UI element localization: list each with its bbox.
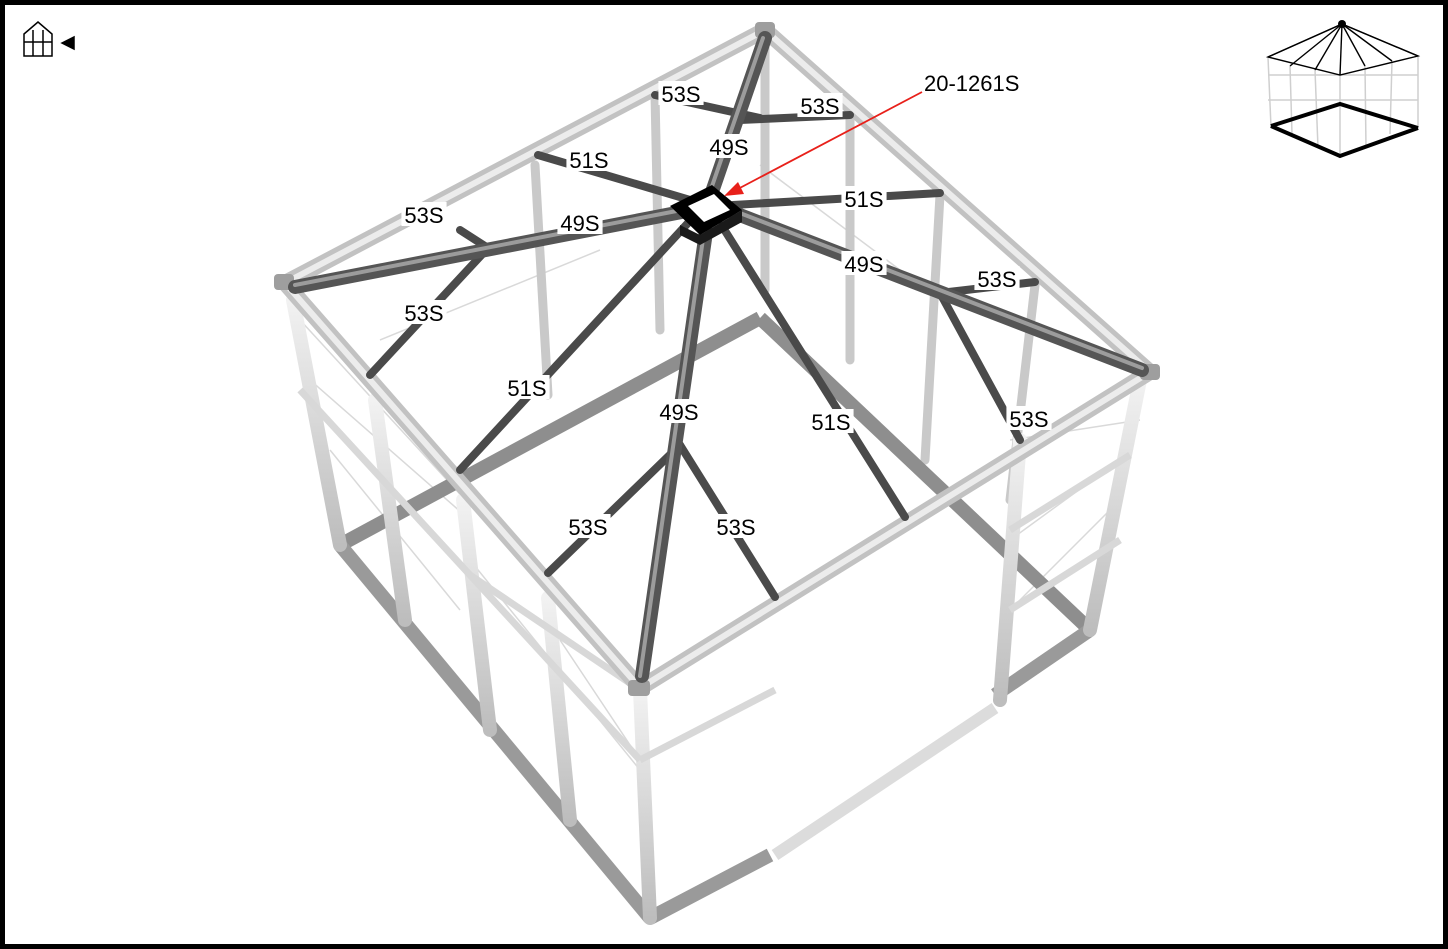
- part-label: 51S: [504, 375, 550, 401]
- front-posts: [286, 293, 1147, 925]
- part-label: 51S: [841, 186, 887, 212]
- svg-text:51S: 51S: [844, 187, 883, 212]
- part-labels: 53S 53S 49S 51S 51S 53S 49S 49S 53S 53S …: [401, 81, 1052, 540]
- svg-text:53S: 53S: [800, 94, 839, 119]
- svg-text:51S: 51S: [811, 410, 850, 435]
- svg-text:53S: 53S: [716, 515, 755, 540]
- svg-text:53S: 53S: [568, 515, 607, 540]
- callout-arrow: [724, 91, 923, 196]
- svg-text:53S: 53S: [977, 267, 1016, 292]
- svg-text:51S: 51S: [507, 376, 546, 401]
- svg-text:49S: 49S: [560, 211, 599, 236]
- roof-hub: [670, 185, 742, 245]
- part-label: 53S: [565, 514, 611, 540]
- svg-text:53S: 53S: [404, 301, 443, 326]
- eaves-frame: [277, 22, 1158, 696]
- svg-text:53S: 53S: [1009, 407, 1048, 432]
- part-label: 49S: [841, 251, 887, 277]
- svg-text:51S: 51S: [569, 148, 608, 173]
- svg-text:53S: 53S: [404, 203, 443, 228]
- part-label: 53S: [713, 514, 759, 540]
- part-label: 53S: [1006, 406, 1052, 432]
- part-label: 49S: [706, 134, 752, 160]
- part-label: 49S: [557, 210, 603, 236]
- svg-text:49S: 49S: [659, 400, 698, 425]
- part-label: 53S: [974, 266, 1020, 292]
- svg-text:53S: 53S: [661, 82, 700, 107]
- part-label: 51S: [808, 409, 854, 435]
- greenhouse-camera-icon[interactable]: [23, 21, 75, 57]
- door-threshold: [771, 703, 999, 860]
- part-label: 51S: [566, 147, 612, 173]
- greenhouse-thumbnail[interactable]: [1265, 20, 1421, 159]
- part-label: 53S: [401, 300, 447, 326]
- side-rails: [297, 387, 1132, 764]
- part-label: 53S: [401, 202, 447, 228]
- svg-text:49S: 49S: [709, 135, 748, 160]
- part-label: 49S: [656, 399, 702, 425]
- part-label: 53S: [658, 81, 704, 107]
- hip-rafters: [288, 31, 1149, 683]
- eaves-highlight: [282, 27, 1153, 691]
- svg-text:49S: 49S: [844, 252, 883, 277]
- part-label: 53S: [797, 93, 843, 119]
- callout-label: 20-1261S: [924, 71, 1019, 96]
